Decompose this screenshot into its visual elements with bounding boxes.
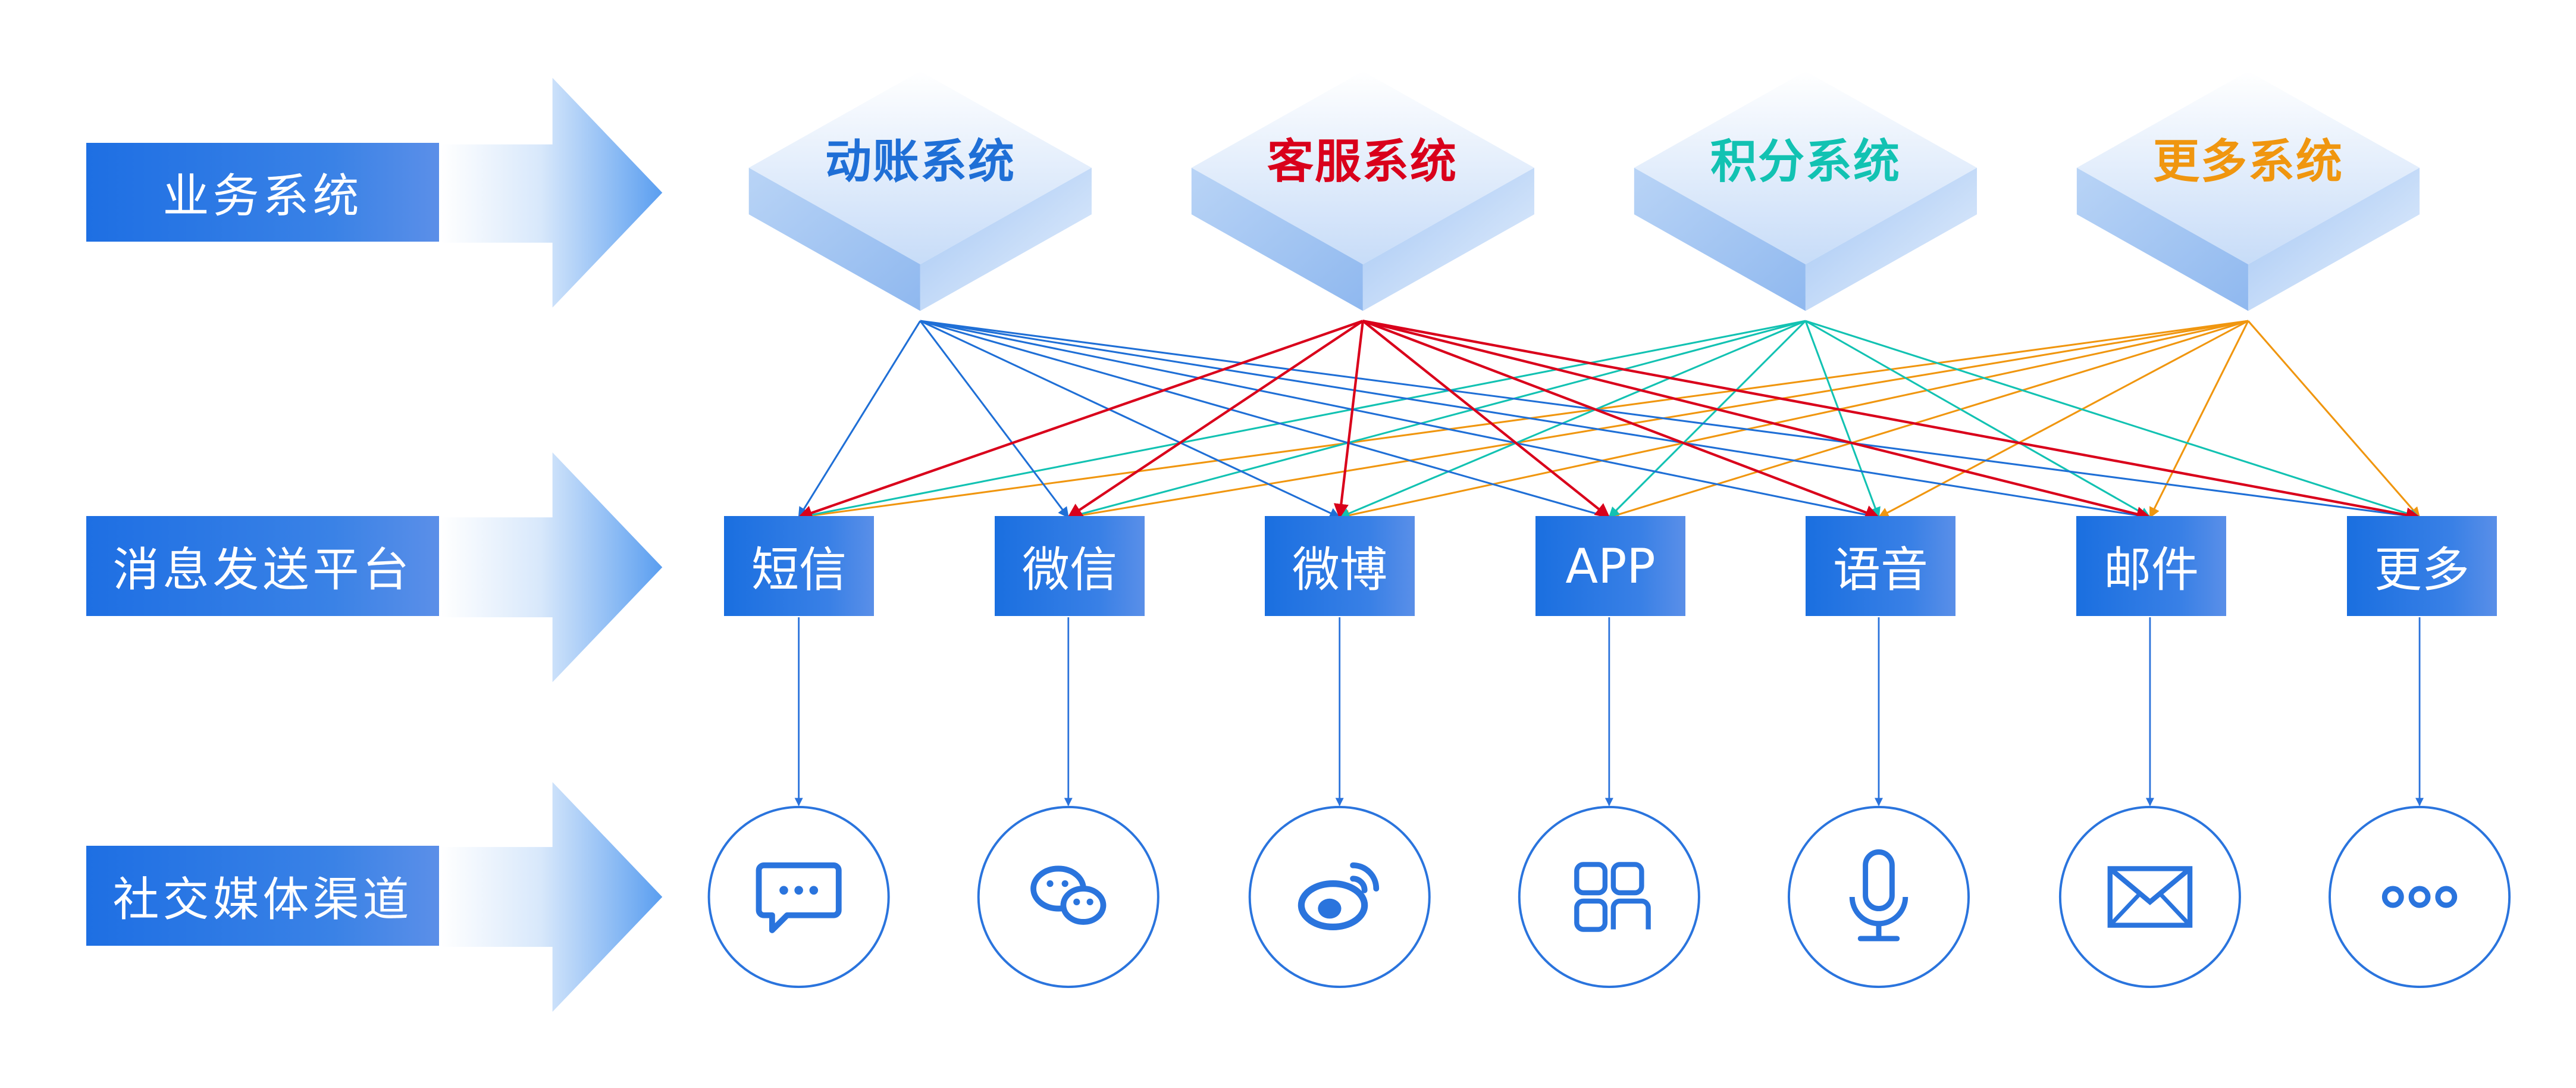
link-system1-channel5 (1362, 320, 2152, 521)
system-slab-3 (2076, 71, 2420, 311)
link-system0-channel6 (920, 320, 2421, 522)
icon-circle-outline (1248, 805, 1431, 989)
channel-box-more: 更多 (2347, 516, 2497, 616)
channel-box-email: 邮件 (2076, 516, 2226, 616)
app-grid-icon (1574, 862, 1651, 932)
channel-icon-circle-2 (1248, 805, 1431, 989)
link-system2-channel6 (1805, 320, 2421, 520)
channel-icons (707, 805, 2511, 989)
arrow-social (441, 781, 663, 1012)
link-system0-channel4 (920, 320, 1880, 521)
slab-right-face (920, 167, 1092, 311)
channel-icon-circle-5 (2058, 805, 2241, 989)
row-label-business: 业务系统 (86, 143, 439, 242)
channel-icon-links (794, 617, 2424, 806)
channel-box-app: APP (1535, 516, 1685, 616)
icon-circle-outline (1518, 805, 1700, 989)
system-channel-links (797, 320, 2421, 523)
link-system0-channel3 (920, 320, 1610, 520)
system-slab-2 (1634, 71, 1978, 311)
link-system1-channel1 (1067, 320, 1364, 518)
slab-left-face (2076, 167, 2248, 311)
slab-right-face (1805, 167, 1978, 311)
link-system0-channel0 (798, 320, 922, 518)
weibo-icon (1298, 862, 1380, 930)
row-arrows (441, 77, 663, 1012)
envelope-icon (2107, 866, 2193, 928)
system-label-0: 动账系统 (825, 135, 1016, 189)
microphone-icon (1849, 849, 1909, 942)
link-system0-channel2 (920, 320, 1341, 518)
link-system0-channel1 (919, 320, 1070, 518)
channel-box-weibo: 微博 (1265, 516, 1415, 616)
link-system3-channel3 (1608, 320, 2249, 520)
link-system2-channel5 (1805, 320, 2151, 518)
link-system2-channel4 (1804, 320, 1881, 518)
link-system3-channel6 (2247, 320, 2421, 518)
link-system1-channel2 (1333, 320, 1364, 519)
channel-icon-circle-3 (1518, 805, 1700, 989)
link-system1-channel6 (1362, 320, 2421, 523)
system-label-1: 客服系统 (1267, 135, 1458, 189)
slab-right-face (1362, 167, 1534, 311)
slab-right-face (2248, 167, 2420, 311)
channel-icon-circle-0 (707, 805, 890, 989)
channel-icon-circle-6 (2329, 805, 2511, 989)
slab-left-face (1634, 167, 1806, 311)
link-system1-channel0 (797, 320, 1364, 520)
link-system2-channel1 (1067, 320, 1806, 520)
icon-circle-outline (707, 805, 890, 989)
link-system1-channel3 (1362, 320, 1610, 518)
system-slabs (748, 71, 2420, 311)
link-system2-channel2 (1339, 320, 1806, 519)
channel-box-wechat: 微信 (995, 516, 1145, 616)
sms-chat-bubble-icon (756, 862, 842, 933)
arrow-business (441, 77, 663, 308)
system-slab-0 (748, 71, 1092, 311)
more-dots-icon (2381, 886, 2458, 908)
link-system1-channel4 (1362, 320, 1881, 520)
wechat-icon (1030, 865, 1107, 925)
channel-box-voice: 语音 (1806, 516, 1955, 616)
channel-box-sms: 短信 (724, 516, 874, 616)
system-label-3: 更多系统 (2152, 135, 2343, 189)
link-system2-channel0 (797, 320, 1806, 521)
link-system3-channel0 (797, 320, 2249, 522)
channel-icon-circle-1 (977, 805, 1159, 989)
link-system3-channel1 (1067, 320, 2249, 521)
icon-circle-outline (2058, 805, 2241, 989)
arrow-platform (441, 452, 663, 683)
row-label-platform: 消息发送平台 (86, 516, 439, 616)
link-system0-channel5 (920, 320, 2151, 521)
channel-icon-circle-4 (1787, 805, 1970, 989)
link-system2-channel3 (1608, 320, 1807, 518)
icon-circle-outline (1787, 805, 1970, 989)
system-label-2: 积分系统 (1710, 135, 1901, 189)
slab-left-face (748, 167, 920, 311)
row-label-social: 社交媒体渠道 (86, 846, 439, 946)
slab-left-face (1191, 167, 1363, 311)
icon-circle-outline (2329, 805, 2511, 989)
